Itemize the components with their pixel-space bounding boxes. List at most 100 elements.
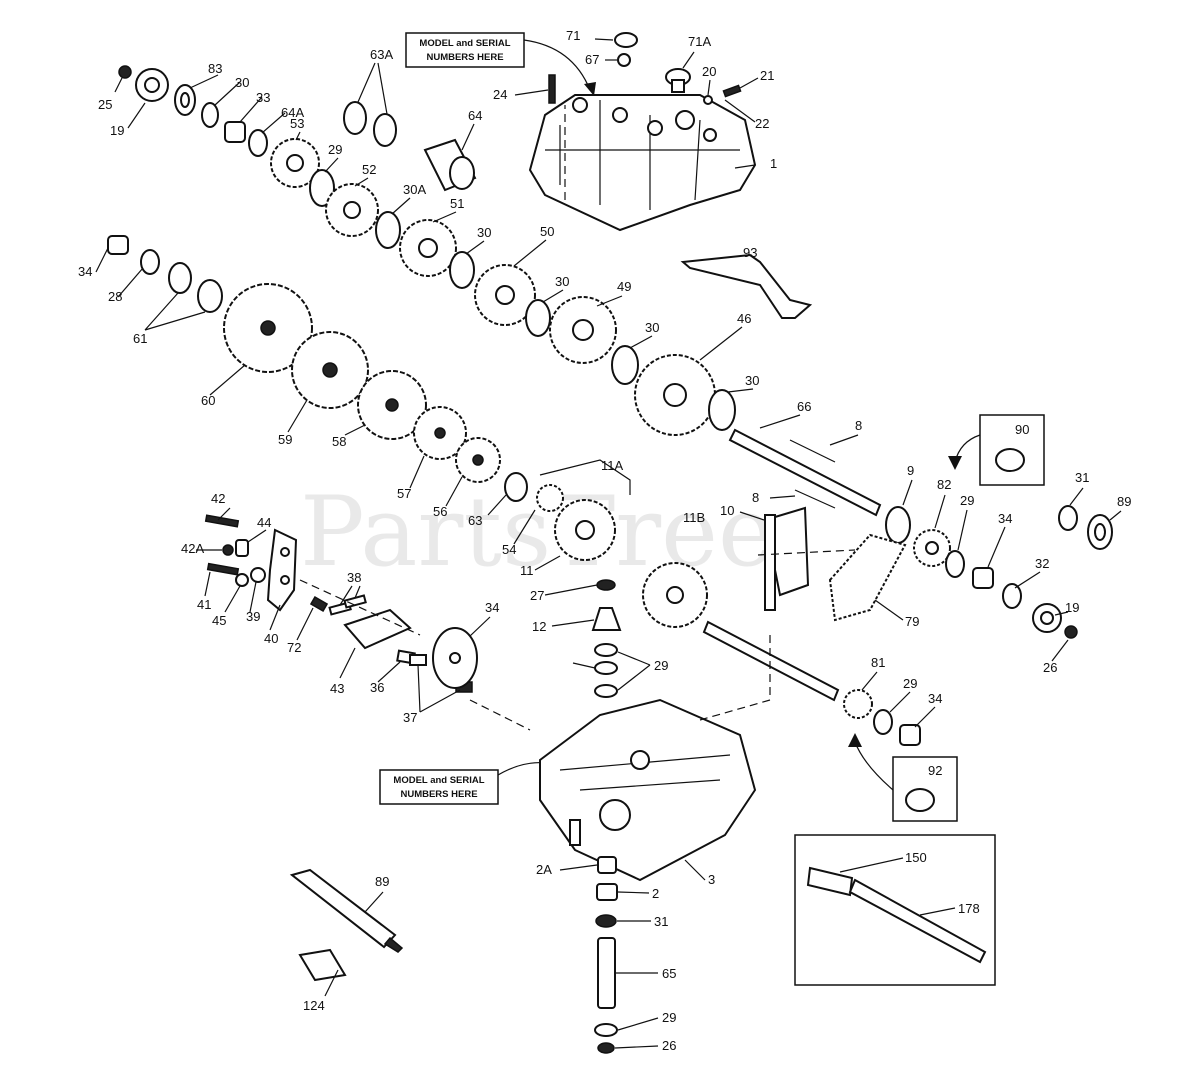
callout-66: 65 [662, 966, 676, 981]
upper-case-part-1 [528, 94, 757, 232]
model-serial-notice-bottom: MODEL and SERIAL NUMBERS HERE [379, 758, 566, 805]
washer-part-31-right [1058, 505, 1078, 531]
callout-25: 24 [493, 87, 507, 102]
callout-34: 33 [256, 90, 270, 105]
washers-part-29-center [594, 643, 618, 698]
callout-51: 50 [540, 224, 554, 239]
bolt-part-25 [548, 74, 556, 104]
callout-1: 1 [770, 156, 777, 171]
washer-part-30-c [525, 299, 551, 337]
plug-part-71 [617, 53, 631, 67]
washer-part-29-bottom [594, 1023, 618, 1037]
spring-part-79 [309, 596, 329, 612]
callout-leaders [95, 38, 1122, 1049]
callout-10: 10 [720, 503, 734, 518]
callout-30: 30A [403, 182, 426, 197]
callout-22: 22 [755, 116, 769, 131]
callout-63: 61 [133, 331, 147, 346]
washer-part-30-b [449, 251, 475, 289]
callout-60: 59 [278, 432, 292, 447]
gear-part-11B [642, 562, 708, 628]
callout-30A: 29 [328, 142, 342, 157]
gear-part-53 [325, 183, 379, 237]
callout-67: 66 [797, 399, 811, 414]
callout-labels: 1 19 19 2 2A 3 8 8 9 10 11 11A 11B 12 20… [78, 28, 1131, 1053]
callout-49: 46 [737, 311, 751, 326]
callout-20: 20 [702, 64, 716, 79]
callout-79: 72 [287, 640, 301, 655]
callout-30: 30 [745, 373, 759, 388]
callout-92: 90 [1015, 422, 1029, 437]
callout-38: 37 [403, 710, 417, 725]
bushing-part-34-right [972, 567, 994, 589]
lower-case-part-3 [539, 698, 757, 882]
bolt-part-42 [206, 562, 240, 576]
ball-part-20 [703, 95, 713, 105]
callout-89: 89 [1117, 494, 1131, 509]
callout-31: 31 [1075, 470, 1089, 485]
seal-part-32 [595, 914, 617, 928]
bearing-part-89-right [1087, 514, 1113, 550]
washer-part-31-top [201, 102, 219, 128]
callout-37: 36 [370, 680, 384, 695]
callout-19: 19 [1065, 600, 1079, 615]
callout-179: 178 [958, 901, 980, 916]
callout-33: 32 [1035, 556, 1049, 571]
callout-11A: 11A [601, 458, 623, 473]
sprocket-part-19-top [135, 68, 169, 102]
gear-assembly-part-11 [536, 459, 631, 561]
callout-50: 49 [617, 279, 631, 294]
callout-29: 29 [960, 493, 974, 508]
gear-part-51 [474, 264, 536, 326]
inset-box-part-92 [948, 414, 1045, 486]
gear-part-60 [291, 331, 369, 409]
washer-part-46 [235, 573, 249, 587]
callout-32: 31 [654, 914, 668, 929]
bearings-part-64 [343, 101, 397, 147]
callout-39: 38 [347, 570, 361, 585]
washer-part-29-left [140, 249, 160, 275]
model-serial-notice-top: MODEL and SERIAL NUMBERS HERE [405, 32, 596, 96]
callout-28: 27 [530, 588, 544, 603]
inset-box-part-93 [848, 733, 958, 822]
callout-29: 29 [662, 1010, 676, 1025]
gear-part-61 [223, 283, 313, 373]
pins-part-39 [328, 594, 367, 616]
callout-81: 79 [905, 614, 919, 629]
shaft-part-67 [728, 428, 882, 517]
washer-part-30-e [708, 389, 736, 431]
svg-text:MODEL and SERIAL: MODEL and SERIAL [419, 38, 510, 49]
screw-part-21 [722, 84, 742, 98]
svg-text:MODEL and SERIAL: MODEL and SERIAL [393, 775, 484, 786]
plug-part-72 [665, 68, 691, 93]
cap-part-26-top [118, 65, 132, 79]
callout-89: 83 [208, 61, 222, 76]
callout-52: 51 [450, 196, 464, 211]
callout-3: 3 [708, 872, 715, 887]
gear-part-54 [270, 138, 320, 188]
callout-34: 34 [928, 691, 942, 706]
bracket-part-124 [680, 253, 813, 319]
washer-part-65 [248, 129, 268, 157]
bushing-part-34-lower-right [899, 724, 921, 746]
svg-text:NUMBERS HERE: NUMBERS HERE [400, 789, 477, 800]
sprocket-part-82 [843, 689, 873, 719]
callout-9: 9 [907, 463, 914, 478]
callout-93: 92 [928, 763, 942, 778]
callout-30: 30 [555, 274, 569, 289]
callout-34: 34 [998, 511, 1012, 526]
callout-21: 21 [760, 68, 774, 83]
bushing-part-34-left [107, 235, 129, 255]
gear-part-59 [357, 370, 427, 440]
ring-part-27 [597, 1042, 615, 1054]
washer-part-40 [250, 567, 266, 583]
callout-26: 25 [98, 97, 112, 112]
callout-56: 54 [502, 542, 516, 557]
cap-part-26-right [1064, 625, 1078, 639]
callout-46: 45 [212, 613, 226, 628]
svg-text:NUMBERS HERE: NUMBERS HERE [426, 52, 503, 63]
sprocket-part-83 [913, 529, 951, 567]
callout-42: 41 [197, 597, 211, 612]
callout-12: 12 [532, 619, 546, 634]
washer-part-30-d [611, 345, 639, 385]
